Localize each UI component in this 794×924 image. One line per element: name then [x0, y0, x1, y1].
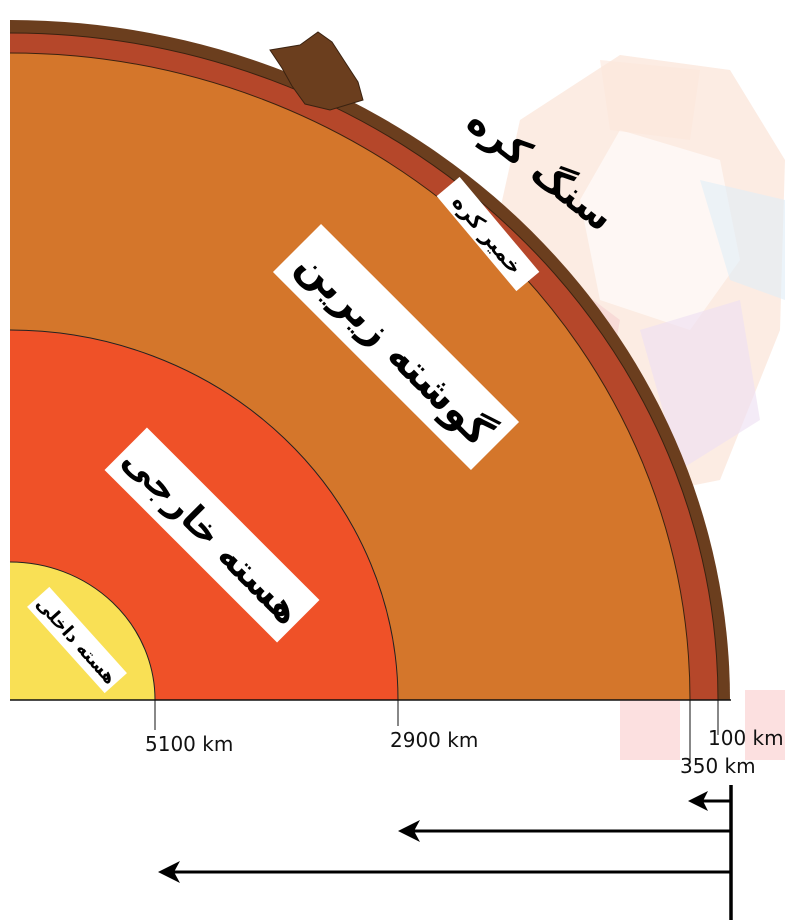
arrow-5100: [158, 861, 731, 883]
asthenosphere-label-bg: [436, 176, 540, 292]
depth-label-5100: 5100 km: [145, 732, 233, 756]
depth-label-100: 100 km: [708, 726, 784, 750]
depth-label-350: 350 km: [680, 754, 756, 778]
lower-mantle-label-bg: [272, 223, 520, 471]
inner-core-boundary-line: [9, 561, 156, 701]
lithosphere-boundary-line: [9, 32, 719, 701]
arrow-350: [688, 791, 731, 811]
outer-core-boundary-line: [9, 329, 399, 701]
inner-core-label-bg: [27, 586, 127, 694]
outer-core-label-bg: [104, 427, 320, 643]
depth-label-2900: 2900 km: [390, 728, 478, 752]
mountain-relief: [269, 31, 364, 111]
arrow-2900: [398, 820, 731, 842]
